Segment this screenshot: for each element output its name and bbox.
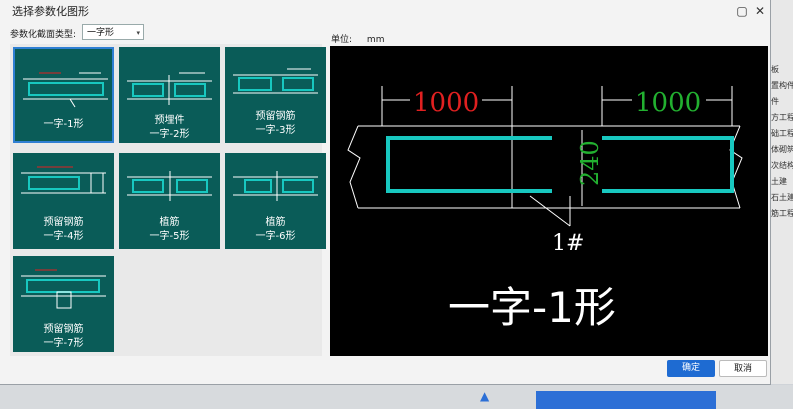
shape-tile-7[interactable]: 预留钢筋 一字-7形	[13, 256, 114, 352]
title-bar: 选择参数化图形 ▢ ✕	[0, 0, 770, 22]
tile-name: 预留钢筋	[43, 217, 84, 228]
tile-subname: 一字-6形	[255, 231, 296, 242]
shape-tile-5[interactable]: 植筋 一字-5形	[119, 153, 220, 249]
shape-thumbnail	[233, 171, 318, 201]
shape-thumbnail	[21, 269, 106, 309]
tile-subname: 一字-3形	[255, 125, 296, 136]
shape-thumbnail	[233, 68, 318, 94]
background-blue-bar	[536, 391, 716, 409]
shape-thumbnail	[127, 72, 212, 105]
maximize-icon[interactable]: ▢	[736, 4, 748, 18]
tile-name: 预埋件	[154, 115, 185, 126]
tile-name: 预留钢筋	[43, 324, 84, 335]
shape-preview: 1000 1000 240 1# 一字-1形	[330, 46, 768, 356]
background-side-panel: 板 置构件 件 方工程 础工程 体砌筑 次结构 土建 石土建 筋工程	[771, 0, 793, 384]
dim-height-text: 240	[576, 140, 604, 186]
shape-tile-2[interactable]: 预埋件 一字-2形	[119, 47, 220, 143]
ok-button[interactable]: 确定	[667, 360, 715, 377]
close-icon[interactable]: ✕	[754, 4, 766, 18]
shape-tile-3[interactable]: 预留钢筋 一字-3形	[225, 47, 326, 143]
shape-thumbnail	[127, 171, 212, 201]
cancel-button[interactable]: 取消	[719, 360, 767, 377]
side-item[interactable]: 土建	[771, 177, 787, 186]
dialog-title: 选择参数化图形	[12, 5, 89, 18]
chevron-down-icon: ▾	[136, 29, 140, 37]
parametric-shape-dialog: 选择参数化图形 ▢ ✕ 参数化截面类型: 一字形 ▾ 单位: mm 一字-1形	[0, 0, 771, 385]
shape-name-text: 一字-1形	[448, 283, 616, 332]
shape-thumbnail	[21, 166, 106, 194]
side-item[interactable]: 筋工程	[771, 209, 793, 218]
tile-subname: 一字-7形	[43, 338, 84, 349]
preview-drawing: 1000 1000 240 1# 一字-1形	[347, 86, 743, 332]
side-item[interactable]: 方工程	[771, 113, 793, 122]
side-item[interactable]: 板	[771, 65, 779, 74]
unit-value: mm	[366, 35, 385, 45]
tile-subname: 一字-5形	[149, 231, 190, 242]
tile-name: 植筋	[265, 217, 286, 228]
unit-display: 单位: mm	[331, 32, 384, 45]
unit-label: 单位:	[331, 35, 353, 45]
side-item[interactable]: 石土建	[771, 193, 793, 202]
tile-name: 植筋	[159, 217, 180, 228]
shape-thumbnail	[23, 72, 108, 108]
tile-subname: 一字-4形	[43, 231, 84, 242]
app-logo-icon: ▲	[480, 389, 490, 403]
tile-name: 一字-1形	[43, 119, 84, 130]
tile-name: 预留钢筋	[255, 111, 296, 122]
dim-left-text: 1000	[413, 88, 479, 118]
side-item[interactable]: 件	[771, 97, 779, 106]
tile-subname: 一字-2形	[149, 129, 190, 140]
side-item[interactable]: 次结构	[771, 161, 793, 170]
shape-grid: 一字-1形 预埋件 一字-2形 预留钢筋	[10, 44, 326, 356]
section-type-label: 参数化截面类型:	[10, 30, 77, 40]
rebar-label-text: 1#	[552, 231, 584, 256]
shape-tile-4[interactable]: 预留钢筋 一字-4形	[13, 153, 114, 249]
side-item[interactable]: 置构件	[771, 81, 793, 90]
dim-right-text: 1000	[635, 88, 701, 118]
shape-tile-6[interactable]: 植筋 一字-6形	[225, 153, 326, 249]
shape-tile-1[interactable]: 一字-1形	[13, 47, 114, 143]
side-item[interactable]: 体砌筑	[771, 145, 793, 154]
background-taskbar-strip: ▲	[0, 385, 793, 409]
section-type-select[interactable]: 一字形 ▾	[82, 24, 144, 40]
section-type-value: 一字形	[87, 28, 115, 38]
side-item[interactable]: 础工程	[771, 129, 793, 138]
